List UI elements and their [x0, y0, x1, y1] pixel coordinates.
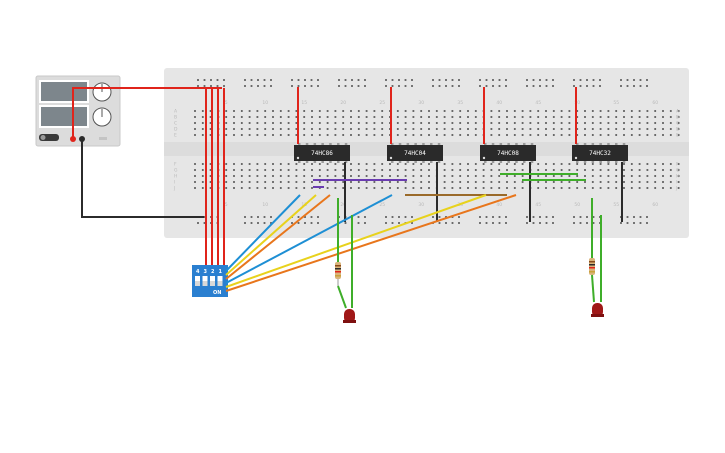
row-label-f: F — [174, 162, 177, 168]
chip-74hc86-label: 74HC86 — [311, 150, 333, 157]
led-1[interactable] — [343, 309, 356, 323]
row-label-i: I — [174, 180, 175, 186]
wire-orange-input-1[interactable] — [225, 194, 331, 280]
row-label-e: E — [174, 133, 177, 139]
dip-switch-number-1: 1 — [219, 269, 223, 275]
wire-blue-input-2[interactable] — [225, 194, 393, 284]
wire-orange-input-2[interactable] — [225, 194, 517, 292]
wire-yellow-input-1[interactable] — [225, 194, 317, 276]
dip-switch-number-2: 2 — [211, 269, 215, 275]
column-label-25: 25 — [379, 202, 385, 208]
row-label-f: F — [676, 162, 679, 168]
row-label-e: E — [676, 133, 679, 139]
row-label-c: C — [174, 121, 177, 127]
row-label-d: D — [676, 127, 680, 133]
voltage-display — [39, 80, 89, 103]
column-label-10: 10 — [262, 100, 268, 106]
chip-74hc32[interactable]: 74HC32 — [572, 143, 628, 163]
resistor-2[interactable] — [589, 258, 595, 275]
power-supply[interactable] — [35, 75, 121, 147]
row-label-b: B — [676, 115, 679, 121]
column-label-60: 60 — [652, 202, 658, 208]
resistor-1[interactable] — [335, 262, 341, 279]
row-label-g: G — [174, 168, 178, 174]
column-label-35: 35 — [457, 100, 463, 106]
row-label-a: A — [676, 109, 680, 115]
dip-switch-on-label: ON — [213, 290, 221, 296]
column-label-40: 40 — [496, 202, 502, 208]
led-2[interactable] — [591, 303, 604, 317]
input-wires — [225, 194, 517, 292]
row-label-b: B — [174, 115, 177, 121]
chip-74hc32-label: 74HC32 — [589, 150, 611, 157]
column-label-55: 55 — [613, 100, 619, 106]
column-label-40: 40 — [496, 100, 502, 106]
row-label-i: I — [676, 180, 677, 186]
row-label-j: J — [173, 186, 175, 192]
wire-yellow-input-2[interactable] — [225, 194, 487, 288]
wire-blue-input-1[interactable] — [225, 194, 301, 272]
column-label-50: 50 — [574, 100, 580, 106]
dip-switch-number-4: 4 — [196, 269, 200, 275]
column-label-25: 25 — [379, 100, 385, 106]
row-label-g: G — [676, 168, 680, 174]
row-label-h: H — [676, 174, 679, 180]
column-label-15: 15 — [301, 100, 307, 106]
wire-black-supply[interactable] — [81, 139, 204, 218]
supply-wires — [72, 87, 225, 268]
row-label-c: C — [676, 121, 679, 127]
row-label-d: D — [174, 127, 178, 133]
output-2 — [589, 198, 604, 317]
chip-74hc08[interactable]: 74HC08 — [480, 143, 536, 163]
output-1 — [335, 198, 356, 323]
chip-74hc04[interactable]: 74HC04 — [387, 143, 443, 163]
chip-74hc04-label: 74HC04 — [404, 150, 426, 157]
column-label-10: 10 — [262, 202, 268, 208]
column-label-45: 45 — [535, 100, 541, 106]
chip-74hc08-label: 74HC08 — [497, 150, 519, 157]
column-label-5: 5 — [225, 202, 228, 208]
column-label-45: 45 — [535, 202, 541, 208]
row-label-j: J — [675, 186, 677, 192]
column-label-55: 55 — [613, 202, 619, 208]
dip-switch-number-3: 3 — [204, 269, 208, 275]
column-label-5: 5 — [225, 100, 228, 106]
column-label-50: 50 — [574, 202, 580, 208]
chip-74hc86[interactable]: 74HC86 — [294, 143, 350, 163]
column-label-20: 20 — [340, 100, 346, 106]
column-label-60: 60 — [652, 100, 658, 106]
column-label-30: 30 — [418, 202, 424, 208]
column-label-30: 30 — [418, 100, 424, 106]
row-label-a: A — [174, 109, 178, 115]
column-label-20: 20 — [340, 202, 346, 208]
ic-chips: 74HC86 74HC04 74HC08 74HC32 — [294, 143, 628, 163]
wire-red-supply[interactable] — [72, 87, 222, 139]
row-label-h: H — [174, 174, 177, 180]
current-display — [39, 105, 89, 128]
